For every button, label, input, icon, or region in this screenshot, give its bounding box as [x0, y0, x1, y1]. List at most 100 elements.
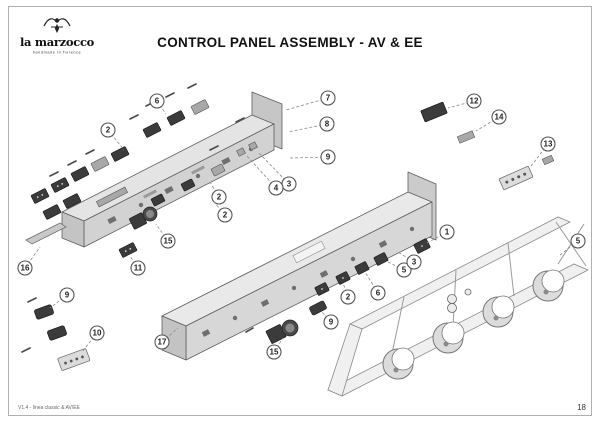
callout-2: 2 [100, 122, 116, 138]
callout-leader-9 [49, 294, 68, 309]
lower-panel-cutout [292, 240, 326, 264]
svg-text:14: 14 [495, 113, 504, 122]
switch-part [354, 261, 370, 275]
callout-leader-2 [107, 129, 125, 151]
lower-panel [161, 171, 437, 361]
switch-part [142, 122, 162, 138]
callout-15: 15 [266, 344, 282, 360]
chassis-left-post [327, 323, 363, 397]
callout-9: 9 [323, 314, 339, 330]
callout-2: 2 [211, 189, 227, 205]
logo: la marzocco handmade in florence [20, 18, 95, 55]
callout-leader-15 [155, 223, 169, 242]
svg-text:6: 6 [376, 289, 381, 298]
callout-9: 9 [59, 287, 75, 303]
svg-text:5: 5 [576, 237, 581, 246]
callout-5: 5 [570, 233, 586, 249]
connector-part [236, 147, 246, 157]
cradle [382, 347, 415, 380]
switch-part [335, 271, 351, 285]
logo-name: la marzocco [20, 35, 95, 49]
switch-part [42, 204, 62, 220]
svg-text:6: 6 [155, 97, 160, 106]
callout-13: 13 [540, 136, 556, 152]
svg-text:4: 4 [274, 184, 279, 193]
cradle [532, 269, 565, 302]
logo-tagline: handmade in florence [33, 51, 82, 55]
switch-part [34, 304, 54, 320]
cradle [432, 321, 465, 354]
switch-part [373, 252, 389, 266]
end-bracket [25, 222, 67, 245]
callout-5: 5 [396, 262, 412, 278]
upper-panel-slot [191, 165, 205, 175]
gasket-part [456, 130, 476, 144]
svg-text:2: 2 [346, 293, 351, 302]
cradle [482, 295, 515, 328]
upper-panel-slot [143, 189, 157, 199]
group-cradles [382, 269, 565, 380]
svg-text:3: 3 [287, 180, 292, 189]
terminal-strip [95, 186, 129, 208]
svg-text:12: 12 [470, 97, 479, 106]
callout-leader-10 [81, 332, 98, 353]
svg-text:5: 5 [402, 266, 407, 275]
callout-leader-14 [475, 116, 500, 132]
callout-2: 2 [340, 289, 356, 305]
switch-part [420, 101, 448, 123]
rotary-switch [129, 206, 158, 230]
callout-11: 11 [130, 260, 146, 276]
spacer-part [541, 154, 555, 166]
callout-leader-12 [447, 100, 475, 109]
switch-part [70, 166, 90, 182]
callout-leader-6 [364, 271, 379, 294]
svg-text:11: 11 [134, 264, 143, 273]
switch-part [118, 242, 138, 258]
chassis-frame [327, 216, 589, 397]
callout-leader-5 [559, 240, 579, 256]
switch-part [210, 163, 226, 177]
callout-6: 6 [149, 93, 165, 109]
svg-text:1: 1 [445, 228, 450, 237]
svg-text:17: 17 [158, 338, 167, 347]
switch-part [166, 110, 186, 126]
switch-part [90, 156, 110, 172]
switch-part [30, 188, 50, 204]
svg-text:2: 2 [223, 211, 228, 220]
callout-12: 12 [466, 93, 482, 109]
switch-part [190, 99, 210, 115]
svg-text:9: 9 [65, 291, 70, 300]
switch-part [180, 178, 196, 192]
gauge-rings [447, 288, 472, 313]
page-border [8, 6, 592, 416]
svg-text:9: 9 [329, 318, 334, 327]
connector-part [248, 141, 258, 151]
svg-text:3: 3 [412, 258, 417, 267]
callout-leader-1 [426, 231, 448, 244]
svg-text:15: 15 [270, 348, 279, 357]
svg-text:13: 13 [544, 140, 553, 149]
callout-9: 9 [320, 149, 336, 165]
switch-part [62, 193, 82, 209]
footer-note: V1.4 - linea classic & AV/EE [18, 405, 81, 411]
page-title: CONTROL PANEL ASSEMBLY - AV & EE [157, 35, 423, 50]
callout-2: 2 [217, 207, 233, 223]
svg-text:10: 10 [93, 329, 102, 338]
callout-6: 6 [370, 285, 386, 301]
switch-part [309, 300, 327, 316]
svg-text:7: 7 [326, 94, 331, 103]
faceplate [57, 348, 91, 371]
page-number: 18 [577, 403, 586, 412]
switch-part [413, 238, 431, 254]
callout-leader-16 [24, 246, 41, 269]
lower-panel-face [185, 201, 433, 361]
callout-10: 10 [89, 325, 105, 341]
svg-text:16: 16 [21, 264, 30, 273]
small-parts [25, 99, 555, 371]
callout-3: 3 [281, 176, 297, 192]
switch-part [314, 282, 330, 296]
svg-text:8: 8 [325, 120, 330, 129]
